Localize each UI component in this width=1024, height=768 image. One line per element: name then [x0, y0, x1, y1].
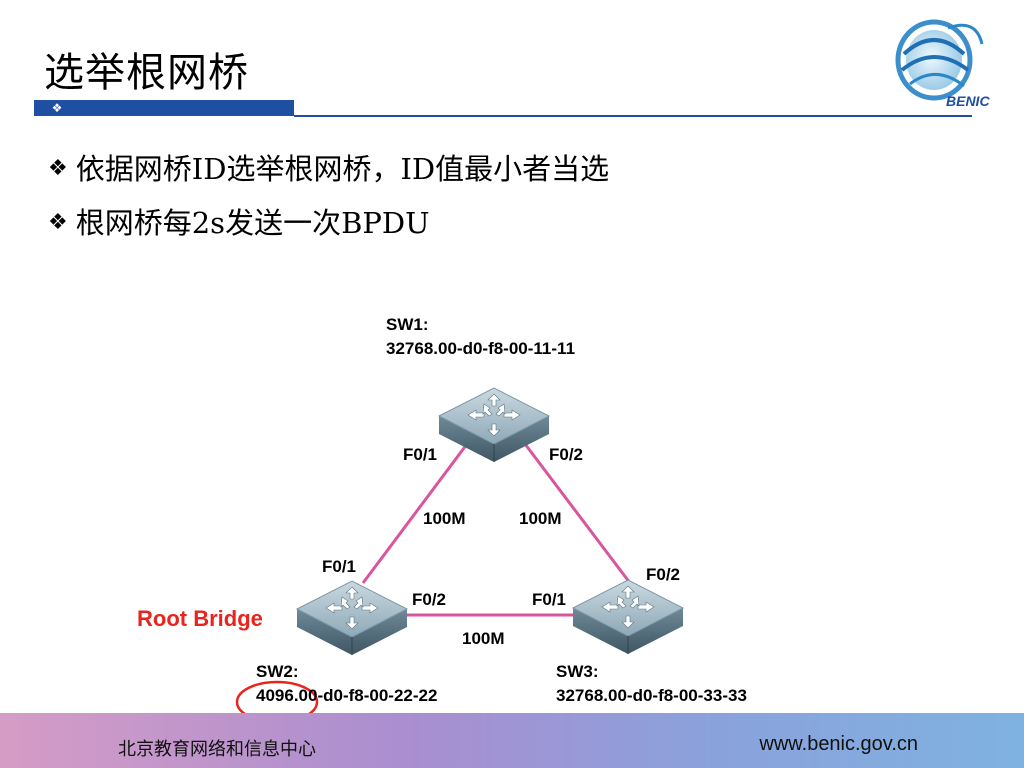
footer-website: www.benic.gov.cn — [759, 733, 918, 755]
sw2-port-f01: F0/1 — [322, 557, 357, 576]
sw1-port-f01: F0/1 — [403, 445, 438, 464]
slide-title: 选举根网桥 — [44, 50, 249, 96]
link-speed-sw1-sw2: 100M — [423, 509, 466, 528]
diamond-bullet-icon: ❖ — [51, 101, 63, 115]
sw2-bridge-id: 4096.00-d0-f8-00-22-22 — [256, 686, 438, 705]
bullet-text: 根网桥每2s发送一次BPDU — [75, 206, 430, 240]
sw2-port-f02: F0/2 — [412, 590, 447, 609]
bullet-text: 依据网桥ID选举根网桥，ID值最小者当选 — [75, 152, 610, 186]
bullet-list: ❖ 依据网桥ID选举根网桥，ID值最小者当选 ❖ 根网桥每2s发送一次BPDU — [48, 142, 609, 250]
bullet-item: ❖ 根网桥每2s发送一次BPDU — [48, 196, 609, 250]
logo-text: BENIC — [946, 93, 990, 109]
link-speed-sw1-sw3: 100M — [519, 509, 562, 528]
bullet-item: ❖ 依据网桥ID选举根网桥，ID值最小者当选 — [48, 142, 609, 196]
root-bridge-label: Root Bridge — [137, 606, 263, 631]
diamond-bullet-icon: ❖ — [48, 156, 68, 181]
sw1-port-f02: F0/2 — [549, 445, 584, 464]
sw3-name: SW3: — [556, 662, 599, 681]
root-highlight-circle — [235, 680, 319, 713]
sw1-bridge-id: 32768.00-d0-f8-00-11-11 — [386, 339, 576, 358]
sw3-port-f02: F0/2 — [646, 565, 681, 584]
link-sw1-sw2 — [361, 439, 472, 584]
switch-sw1-icon — [438, 387, 550, 463]
title-divider — [294, 115, 972, 117]
link-sw1-sw3 — [520, 439, 632, 584]
stp-topology-diagram — [235, 387, 684, 713]
switch-sw3-icon — [572, 579, 684, 655]
footer-bar: 北京教育网络和信息中心 www.benic.gov.cn — [0, 713, 1024, 768]
title-underline-bar — [34, 100, 294, 116]
diamond-bullet-icon: ❖ — [48, 210, 68, 235]
benic-logo: BENIC — [895, 19, 990, 109]
footer-organization: 北京教育网络和信息中心 — [118, 739, 316, 760]
sw2-name: SW2: — [256, 662, 299, 681]
link-speed-sw2-sw3: 100M — [462, 629, 505, 648]
sw3-port-f01: F0/1 — [532, 590, 567, 609]
sw1-name: SW1: — [386, 315, 429, 334]
switch-sw2-icon — [296, 580, 408, 656]
sw3-bridge-id: 32768.00-d0-f8-00-33-33 — [556, 686, 747, 705]
